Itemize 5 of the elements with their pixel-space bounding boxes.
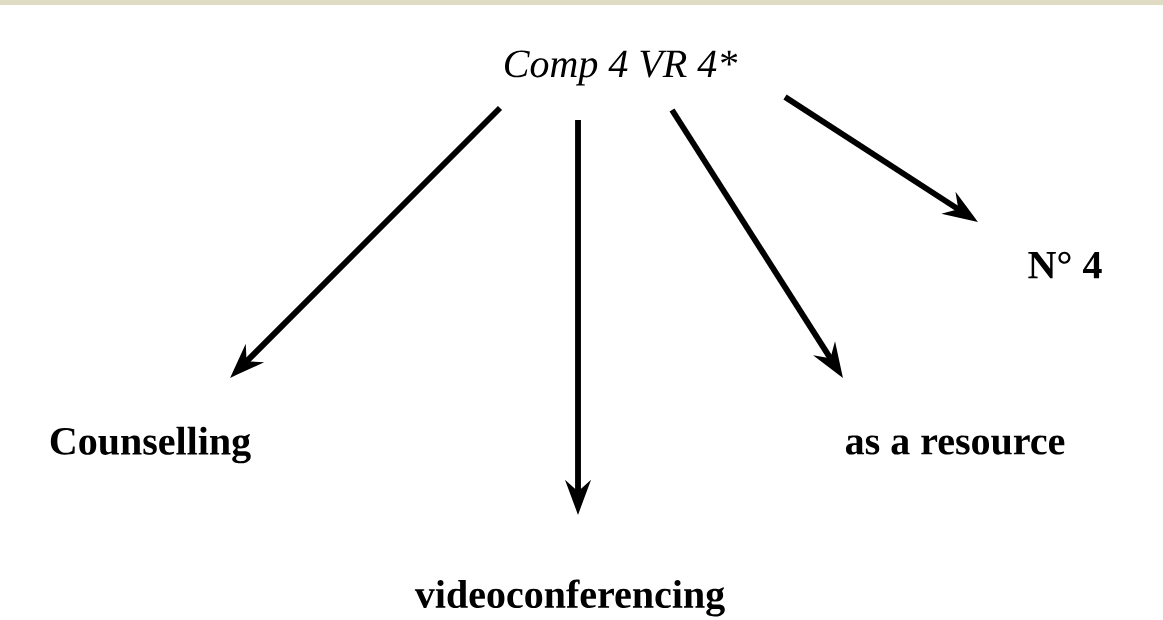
node-label: as a resource	[845, 435, 1065, 455]
node-label: videoconferencing	[414, 579, 725, 617]
node-label: Counselling	[50, 426, 251, 464]
node-label: N° 4	[1028, 251, 1102, 279]
node-label: Comp 4 VR 4*	[505, 50, 738, 86]
